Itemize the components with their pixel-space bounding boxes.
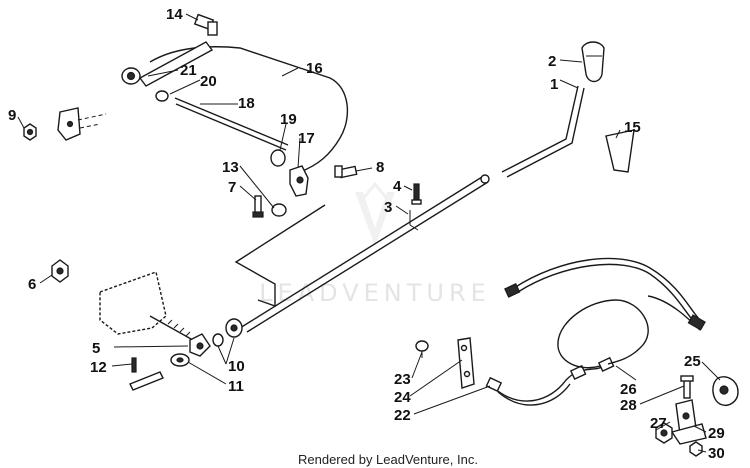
callout-2: 2	[548, 53, 556, 70]
callout-17: 17	[298, 130, 315, 147]
part-6-nut	[51, 259, 69, 283]
footer-attribution: Rendered by LeadVenture, Inc.	[298, 452, 478, 467]
callout-4: 4	[393, 178, 402, 195]
callout-24: 24	[394, 389, 411, 406]
part-21-arm	[121, 41, 214, 87]
callout-30: 30	[708, 445, 725, 462]
callout-13: 13	[222, 159, 239, 176]
part-20-nut	[155, 90, 169, 102]
part-13-washer	[271, 203, 287, 217]
part-14-bolt	[193, 13, 218, 36]
callout-21: 21	[180, 62, 197, 79]
part-17-clevis	[289, 165, 309, 197]
leader-lines	[17, 13, 721, 453]
callout-8: 8	[376, 159, 384, 176]
callout-27: 27	[650, 415, 667, 432]
callout-15: 15	[624, 119, 641, 136]
callout-9: 9	[8, 107, 16, 124]
panel-bracket	[99, 271, 167, 335]
part-23-screw	[415, 340, 429, 358]
callout-25: 25	[684, 353, 701, 370]
part-12-cotter-pin	[129, 357, 164, 391]
part-29-bracket	[670, 399, 707, 445]
callout-3: 3	[384, 199, 392, 216]
part-24-bracket	[457, 337, 475, 389]
part-18-rod	[174, 97, 289, 151]
callout-11: 11	[228, 378, 244, 395]
shift-bracket	[57, 107, 107, 141]
part-19-washer	[270, 149, 286, 167]
callout-6: 6	[28, 276, 36, 293]
callout-23: 23	[394, 371, 411, 388]
part-7-bolt	[252, 195, 264, 218]
part-22-wire-harness	[485, 257, 706, 406]
part-1-lever	[501, 85, 585, 178]
callout-12: 12	[90, 359, 107, 376]
part-25-switch	[712, 376, 739, 406]
callout-28: 28	[620, 397, 637, 414]
callout-20: 20	[200, 73, 217, 90]
callout-7: 7	[228, 179, 236, 196]
callout-22: 22	[394, 407, 411, 424]
part-16-boundary	[149, 46, 349, 173]
callout-14: 14	[166, 6, 183, 23]
callout-10: 10	[228, 358, 245, 375]
part-10-bushing	[212, 318, 243, 347]
callout-29: 29	[708, 425, 725, 442]
callout-5: 5	[92, 340, 100, 357]
part-8-bolt	[334, 165, 358, 179]
callout-18: 18	[238, 95, 255, 112]
part-4-pin	[411, 183, 422, 205]
part-28-screw	[680, 375, 694, 399]
part-30-nut	[689, 441, 703, 457]
callout-labels: 1 2 3 4 5 6 7 8 9 10 11 12 13 14 15 16 1…	[8, 6, 725, 462]
watermark-logo-icon	[355, 181, 395, 246]
part-2-knob	[581, 41, 605, 83]
callout-16: 16	[306, 60, 323, 77]
callout-1: 1	[550, 76, 558, 93]
part-3-shaft	[239, 174, 490, 333]
part-9-nut	[23, 123, 37, 141]
part-5-rod-end	[149, 315, 211, 357]
callout-19: 19	[280, 111, 297, 128]
part-11-washer	[170, 353, 190, 367]
callout-26: 26	[620, 381, 637, 398]
part-15-decal	[605, 129, 635, 173]
shift-linkage-boundary	[234, 204, 326, 307]
